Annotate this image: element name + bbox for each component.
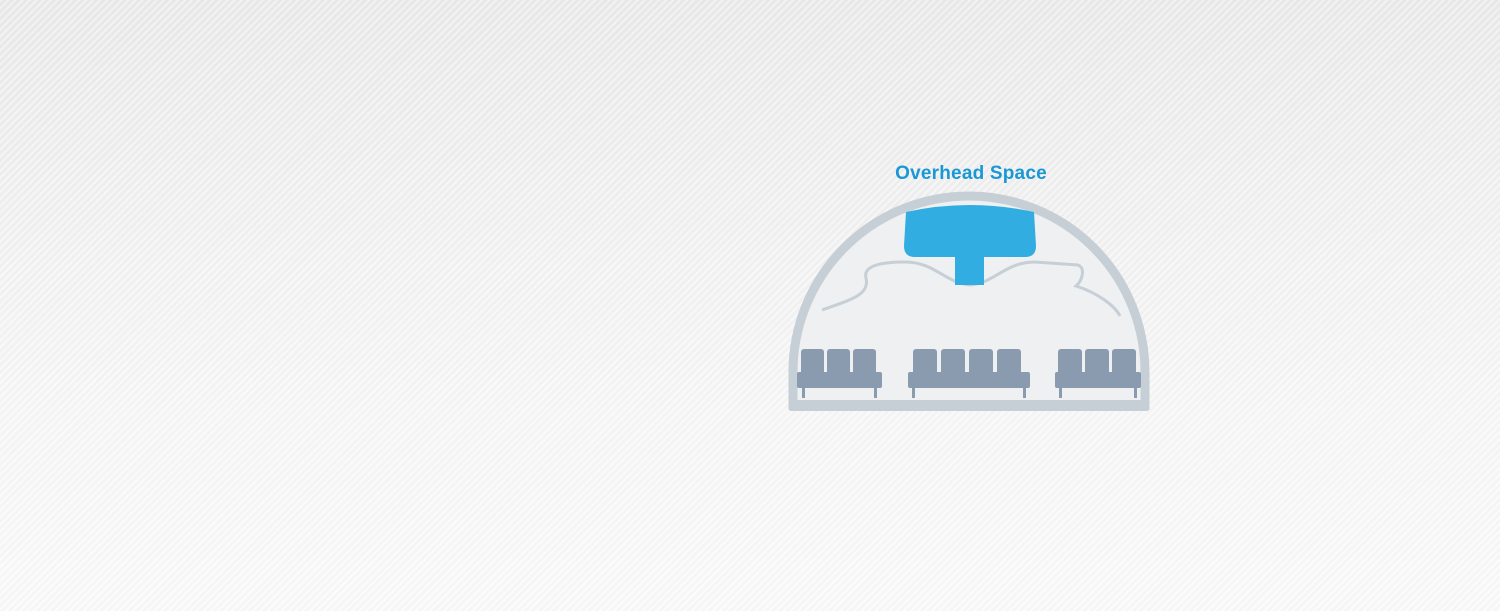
seat-row-right (1055, 349, 1141, 398)
seat-row-left (797, 349, 882, 398)
fuselage-interior (793, 196, 1145, 408)
overhead-space-label: Overhead Space (895, 163, 1047, 184)
fuselage-shell (788, 191, 1150, 410)
cabin-cross-section-diagram (788, 191, 1150, 411)
cabin-floor (790, 400, 1148, 411)
overhead-space-highlight (904, 205, 1036, 285)
seat-row-center (908, 349, 1030, 398)
